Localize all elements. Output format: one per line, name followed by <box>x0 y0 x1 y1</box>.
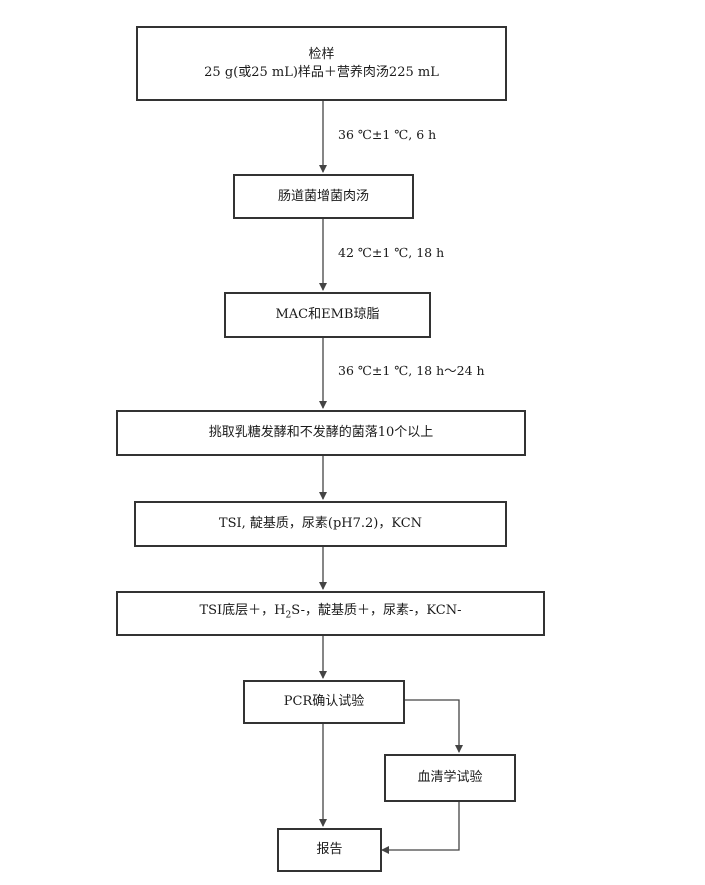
step-result-label: TSI底层＋，H2S-，靛基质＋，尿素-，KCN- <box>199 603 462 621</box>
step-pick-colonies: 挑取乳糖发酵和不发酵的菌落10个以上 <box>116 410 526 456</box>
step-biochem-label: TSI, 靛基质，尿素(pH7.2)，KCN <box>218 516 423 531</box>
step-pcr: PCR确认试验 <box>243 680 405 724</box>
step-enrichment-label: 肠道菌增菌肉汤 <box>277 188 369 204</box>
step-sample: 检样 25 g(或25 mL)样品＋营养肉汤225 mL <box>136 26 507 101</box>
step-biochem-tests: TSI, 靛基质，尿素(pH7.2)，KCN <box>134 501 507 547</box>
step-enrichment: 肠道菌增菌肉汤 <box>233 174 414 219</box>
condition-2: 42 ℃±1 ℃, 18 h <box>338 245 445 260</box>
step-pcr-label: PCR确认试验 <box>283 694 365 709</box>
step-serology: 血清学试验 <box>384 754 516 802</box>
step-pick-label: 挑取乳糖发酵和不发酵的菌落10个以上 <box>208 425 434 440</box>
step-report: 报告 <box>277 828 382 872</box>
step-serology-label: 血清学试验 <box>417 770 483 785</box>
step-sample-title: 检样 <box>308 46 335 62</box>
step-sample-detail: 25 g(或25 mL)样品＋营养肉汤225 mL <box>204 64 439 80</box>
arrow-serology-to-report <box>381 801 460 854</box>
condition-3: 36 ℃±1 ℃, 18 h～24 h <box>338 363 485 378</box>
step-biochem-result: TSI底层＋，H2S-，靛基质＋，尿素-，KCN- <box>116 591 545 636</box>
step-agar: MAC和EMB琼脂 <box>224 292 431 338</box>
arrow-pcr-to-serology <box>405 699 463 753</box>
condition-1: 36 ℃±1 ℃, 6 h <box>338 127 437 142</box>
step-report-label: 报告 <box>316 842 343 857</box>
step-agar-label: MAC和EMB琼脂 <box>275 307 380 322</box>
